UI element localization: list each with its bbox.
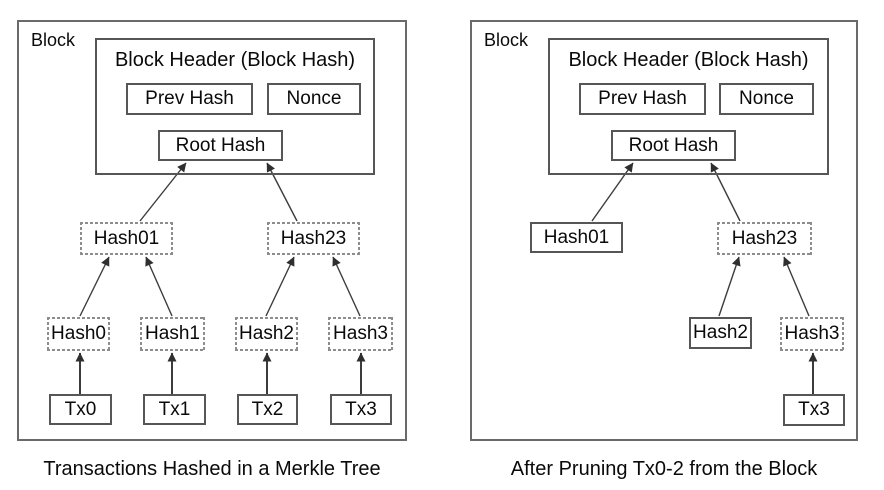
right-hash3-node: Hash3	[780, 317, 844, 351]
right-hash23-node: Hash23	[717, 222, 812, 255]
left-root-hash-box: Root Hash	[158, 130, 283, 161]
right-root-hash-box: Root Hash	[611, 130, 736, 161]
left-block-label: Block	[31, 30, 76, 50]
left-caption: Transactions Hashed in a Merkle Tree	[43, 458, 381, 480]
left-block-outline	[17, 20, 407, 441]
right-caption: After Pruning Tx0-2 from the Block	[510, 458, 818, 480]
left-hash01-node: Hash01	[80, 222, 173, 255]
right-block-label: Block	[484, 30, 529, 50]
right-hash2-node: Hash2	[689, 317, 752, 349]
left-hash1-node: Hash1	[140, 317, 205, 351]
left-block-header-box	[95, 38, 375, 175]
left-hash3-node: Hash3	[328, 317, 393, 351]
right-tx3-node: Tx3	[783, 394, 845, 426]
right-prev-hash-box: Prev Hash	[579, 83, 706, 115]
right-block-header-title: Block Header (Block Hash)	[568, 49, 809, 71]
left-tx0-node: Tx0	[49, 394, 112, 425]
left-hash0-node: Hash0	[47, 317, 110, 351]
left-prev-hash-box: Prev Hash	[126, 83, 253, 115]
left-hash23-node: Hash23	[267, 222, 360, 255]
left-tx1-node: Tx1	[143, 394, 206, 425]
right-hash01-node: Hash01	[530, 222, 623, 253]
right-block-header-box	[548, 38, 829, 175]
right-block-outline	[470, 20, 858, 441]
left-nonce-box: Nonce	[267, 83, 361, 115]
left-tx3-node: Tx3	[330, 394, 392, 425]
left-block-header-title: Block Header (Block Hash)	[114, 49, 356, 71]
right-nonce-box: Nonce	[719, 83, 814, 115]
left-hash2-node: Hash2	[235, 317, 298, 351]
left-tx2-node: Tx2	[237, 394, 298, 425]
